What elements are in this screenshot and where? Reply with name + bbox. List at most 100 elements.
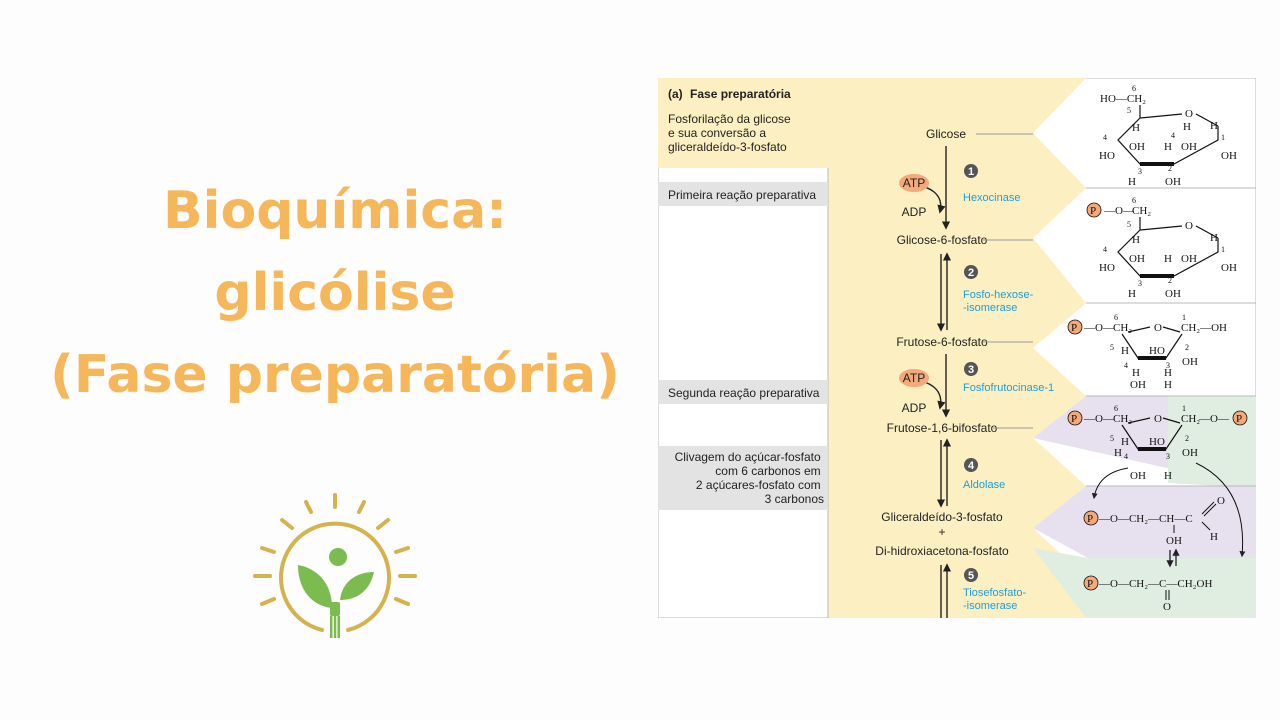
first-reaction-label: Primeira reação preparativa — [668, 188, 816, 202]
step-2-enzyme: Fosfo-hexose- -isomerase — [963, 289, 1036, 314]
svg-text:OH: OH — [1182, 356, 1198, 368]
svg-text:H: H — [1128, 288, 1136, 300]
svg-text:1: 1 — [1182, 313, 1186, 322]
step-2-number: 2 — [968, 267, 974, 279]
svg-text:P: P — [1090, 205, 1096, 217]
intro-text: Fosforilação da glicose e sua conversão … — [668, 112, 794, 154]
glucose-label: Glicose — [926, 127, 966, 141]
svg-text:4: 4 — [1103, 245, 1107, 254]
svg-text:O: O — [1154, 413, 1162, 425]
svg-text:P: P — [1087, 578, 1093, 590]
svg-text:OH: OH — [1221, 150, 1237, 162]
title-line-1: Bioquímica: — [163, 181, 507, 241]
svg-text:H: H — [1132, 234, 1140, 246]
svg-text:6: 6 — [1114, 404, 1118, 413]
svg-text:4: 4 — [1124, 361, 1128, 370]
svg-text:CH₂: CH₂ — [1181, 413, 1200, 425]
adp-label-1: ADP — [902, 205, 927, 219]
svg-text:6: 6 — [1114, 313, 1118, 322]
g6p-structure: P —O— CH₂ 6 5 O H H 4 1 HO OH H OH OH 3 … — [1086, 196, 1237, 300]
svg-text:ATP: ATP — [903, 176, 925, 190]
cleavage-label: Clivagem do açúcar-fosfato com 6 carbono… — [675, 450, 824, 506]
svg-text:H: H — [1164, 253, 1172, 265]
svg-text:P: P — [1087, 513, 1093, 525]
svg-text:3: 3 — [1166, 452, 1170, 461]
svg-text:P: P — [1071, 322, 1077, 334]
svg-text:—O—CH₂—CH—C: —O—CH₂—CH—C — [1098, 513, 1193, 525]
step-1-number: 1 — [968, 166, 974, 178]
svg-text:HO: HO — [1099, 150, 1115, 162]
svg-text:H: H — [1128, 176, 1136, 188]
svg-text:2: 2 — [1185, 343, 1189, 352]
svg-text:ATP: ATP — [903, 371, 925, 385]
adp-label-2: ADP — [902, 401, 927, 415]
atp-badge-2 — [899, 369, 929, 387]
plus-sign: + — [938, 525, 945, 539]
svg-text:3: 3 — [1138, 167, 1142, 176]
svg-text:CH₂: CH₂ — [1132, 205, 1151, 217]
svg-text:H: H — [1164, 367, 1172, 379]
step-3-enzyme: Fosfofrutocinase-1 — [963, 382, 1054, 394]
glucose-structure: HO—CH₂ 6 5 O H H 4 1 HO 4 OH H OH OH 3 2… — [1099, 84, 1237, 188]
svg-text:CH₂—OH: CH₂—OH — [1181, 322, 1227, 334]
svg-text:4: 4 — [1171, 131, 1175, 140]
svg-text:O: O — [1154, 322, 1162, 334]
step-5-enzyme: Tiosefosfato- -isomerase — [963, 587, 1029, 612]
svg-text:O: O — [1217, 495, 1225, 507]
svg-text:5: 5 — [1110, 434, 1114, 443]
svg-text:2: 2 — [1185, 434, 1189, 443]
svg-text:3: 3 — [1166, 361, 1170, 370]
dhap-label: Di-hidroxiacetona-fosfato — [875, 544, 1009, 558]
panel-label: (a) — [668, 87, 683, 101]
gap-label: Gliceraldeído-3-fosfato — [881, 510, 1003, 524]
svg-text:HO: HO — [1099, 262, 1115, 274]
svg-text:2: 2 — [1168, 276, 1172, 285]
svg-text:P: P — [1236, 413, 1242, 425]
svg-text:H: H — [1132, 122, 1140, 134]
f6p-structure: P —O— CH₂ 6 O CH₂—OH 1 5 2 H HO 4 3 H H … — [1067, 313, 1227, 391]
svg-text:OH: OH — [1129, 141, 1145, 153]
second-reaction-label: Segunda reação preparativa — [668, 386, 820, 400]
svg-text:OH: OH — [1129, 253, 1145, 265]
svg-text:H: H — [1121, 436, 1129, 448]
svg-text:OH: OH — [1182, 447, 1198, 459]
svg-text:OH: OH — [1165, 288, 1181, 300]
page-title: Bioquímica: glicólise (Fase preparatória… — [30, 170, 640, 416]
glycolysis-diagram: (a) Fase preparatória Fosforilação da gl… — [658, 78, 1256, 618]
svg-text:—O—: —O— — [1083, 413, 1115, 425]
svg-text:1: 1 — [1221, 133, 1225, 142]
svg-text:H: H — [1164, 141, 1172, 153]
sun-plant-fork-icon — [253, 493, 417, 638]
svg-text:2: 2 — [1168, 164, 1172, 173]
svg-text:3: 3 — [1138, 279, 1142, 288]
svg-text:—O—CH₂—C—CH₂OH: —O—CH₂—C—CH₂OH — [1098, 578, 1212, 590]
g6p-label: Glicose-6-fosfato — [897, 233, 988, 247]
svg-text:4: 4 — [1124, 452, 1128, 461]
svg-text:—O—: —O— — [1083, 322, 1115, 334]
atp-badge-1 — [899, 174, 929, 192]
svg-text:CH₂: CH₂ — [1113, 413, 1132, 425]
title-line-3: (Fase preparatória) — [50, 345, 620, 405]
svg-text:H: H — [1114, 447, 1122, 459]
svg-text:O: O — [1163, 601, 1171, 613]
svg-text:H: H — [1210, 232, 1218, 244]
svg-text:OH: OH — [1181, 253, 1197, 265]
svg-text:5: 5 — [1127, 106, 1131, 115]
svg-text:1: 1 — [1182, 404, 1186, 413]
svg-text:5: 5 — [1127, 220, 1131, 229]
svg-text:OH: OH — [1130, 379, 1146, 391]
svg-text:H: H — [1210, 120, 1218, 132]
f16bp-label: Frutose-1,6-bifosfato — [887, 421, 998, 435]
dhap-structure: P —O—CH₂—C—CH₂OH O — [1083, 575, 1212, 613]
svg-text:OH: OH — [1181, 141, 1197, 153]
svg-text:H: H — [1121, 345, 1129, 357]
gap-structure: P —O—CH₂—CH—C O H OH — [1083, 495, 1225, 568]
svg-text:1: 1 — [1221, 245, 1225, 254]
panel-title: Fase preparatória — [690, 87, 791, 101]
svg-text:HO: HO — [1149, 436, 1165, 448]
svg-text:OH: OH — [1130, 470, 1146, 482]
svg-text:(a) Fase preparatória: (a) Fase preparatória — [668, 87, 791, 101]
step-5-number: 5 — [968, 570, 974, 582]
step-1-enzyme: Hexocinase — [963, 192, 1020, 204]
svg-text:OH: OH — [1221, 262, 1237, 274]
